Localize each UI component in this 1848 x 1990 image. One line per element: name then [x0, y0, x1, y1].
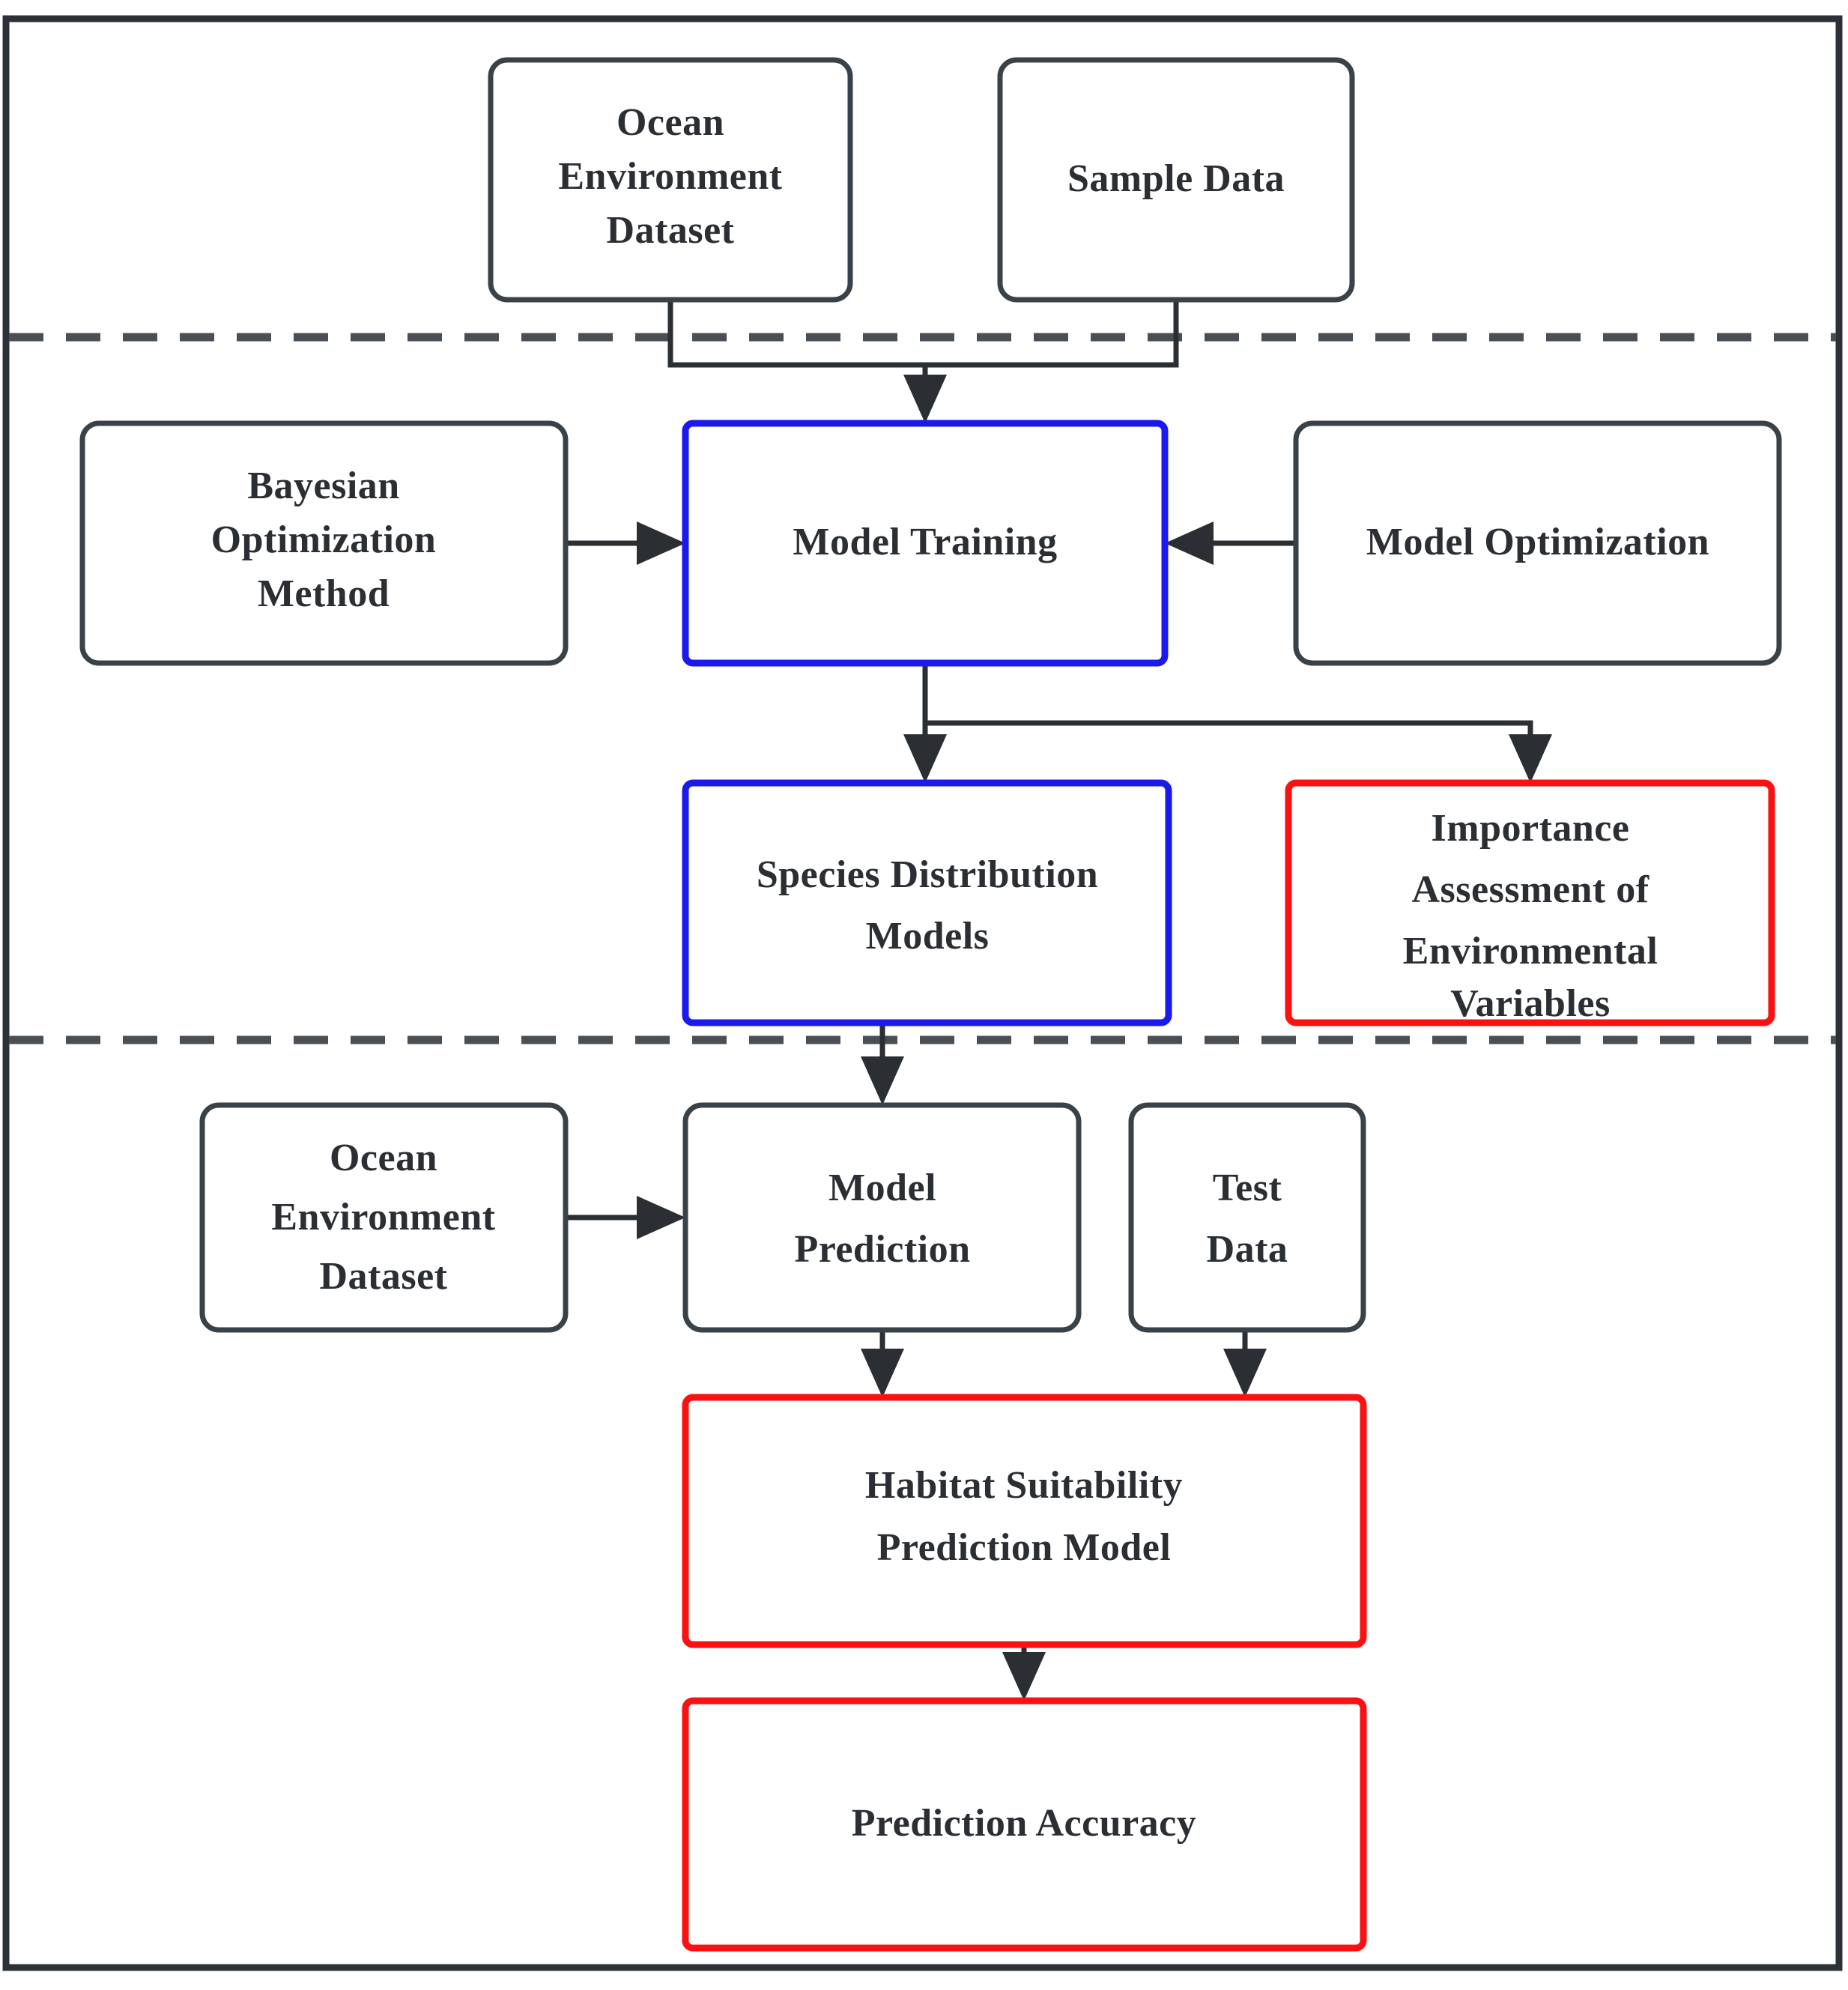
- node-label-line: Bayesian: [247, 465, 399, 507]
- node-importance-assessment-of-environmental-variables[interactable]: Importance Assessment of Environmental V…: [1285, 779, 1775, 1026]
- diagram-frame: [2, 15, 1843, 1971]
- node-sample-data[interactable]: Sample Data: [997, 57, 1355, 303]
- node-label-line: Model Optimization: [1366, 521, 1709, 563]
- node-label-line: Environment: [271, 1196, 495, 1239]
- node-model-prediction[interactable]: Model Prediction: [682, 1102, 1082, 1333]
- node-label-line: Method: [258, 572, 390, 615]
- edge-inputs-to-model-training: [667, 300, 1179, 423]
- edge-ocean-bottom-to-model-prediction: [566, 1196, 685, 1239]
- node-model-training[interactable]: Model Training: [682, 420, 1169, 667]
- node-shape[interactable]: [1128, 1102, 1366, 1333]
- edge-habitat-to-prediction-accuracy: [1002, 1645, 1046, 1701]
- arrowhead-to-model-prediction-top: [861, 1056, 904, 1105]
- node-ocean-environment-dataset-top[interactable]: Ocean Environment Dataset: [488, 57, 853, 303]
- node-label-line: Sample Data: [1067, 157, 1285, 200]
- edge-model-prediction-to-habitat: [861, 1330, 904, 1397]
- node-shape[interactable]: [682, 1394, 1367, 1648]
- node-shape[interactable]: [682, 420, 1169, 667]
- node-shape[interactable]: [1285, 779, 1775, 1026]
- node-label-line: Assessment of: [1411, 868, 1649, 911]
- node-label-line: Importance: [1432, 807, 1630, 850]
- arrowhead-to-habitat-left: [861, 1349, 904, 1397]
- node-label-line: Environmental: [1403, 930, 1658, 973]
- node-label-line: Prediction: [794, 1228, 970, 1271]
- node-shape[interactable]: [199, 1102, 569, 1333]
- arrowhead-to-prediction-accuracy: [1002, 1652, 1046, 1701]
- node-label-line: Model Training: [793, 521, 1057, 563]
- arrowhead-to-model-training-right: [1165, 521, 1214, 565]
- node-label-line: Dataset: [606, 209, 734, 252]
- node-species-distribution-models[interactable]: Species Distribution Models: [682, 779, 1172, 1026]
- arrowhead-to-model-prediction-left: [637, 1196, 685, 1239]
- node-habitat-suitability-prediction-model[interactable]: Habitat Suitability Prediction Model: [682, 1394, 1367, 1648]
- node-label-line: Ocean: [330, 1137, 437, 1179]
- arrowhead-to-importance-assessment: [1509, 734, 1552, 783]
- node-shape[interactable]: [79, 420, 569, 666]
- edge-model-optimization-to-model-training: [1165, 521, 1296, 565]
- node-label-line: Data: [1207, 1228, 1288, 1271]
- edge-model-training-split: [903, 663, 1552, 783]
- node-label-line: Dataset: [319, 1255, 447, 1298]
- node-test-data[interactable]: Test Data: [1128, 1102, 1366, 1333]
- node-model-optimization[interactable]: Model Optimization: [1293, 420, 1782, 666]
- node-shape[interactable]: [488, 57, 853, 303]
- node-label-line: Model: [828, 1167, 936, 1209]
- node-label-line: Habitat Suitability: [865, 1464, 1183, 1507]
- arrowhead-to-habitat-right: [1223, 1349, 1267, 1397]
- node-label-line: Prediction Model: [877, 1526, 1172, 1569]
- node-label-line: Ocean: [616, 101, 724, 144]
- arrowhead-to-model-training-left: [637, 521, 685, 565]
- arrowhead-to-model-training-top: [903, 375, 947, 423]
- edge-bayesian-to-model-training: [566, 521, 685, 565]
- node-label-line: Test: [1213, 1167, 1282, 1209]
- edge-test-data-to-habitat: [1223, 1330, 1267, 1397]
- node-shape[interactable]: [682, 1102, 1082, 1333]
- node-label-line: Environment: [558, 155, 782, 198]
- node-label-line: Prediction Accuracy: [852, 1802, 1197, 1845]
- node-shape[interactable]: [997, 57, 1355, 303]
- edge-species-models-to-model-prediction: [861, 1023, 904, 1105]
- node-shape[interactable]: [1293, 420, 1782, 666]
- node-ocean-environment-dataset-bottom[interactable]: Ocean Environment Dataset: [199, 1102, 569, 1333]
- arrowhead-to-species-models: [903, 734, 947, 783]
- node-label-line: Models: [866, 915, 990, 958]
- node-prediction-accuracy[interactable]: Prediction Accuracy: [682, 1697, 1367, 1952]
- node-label-line: Species Distribution: [757, 853, 1098, 896]
- node-shape[interactable]: [682, 779, 1172, 1026]
- node-label-line: Variables: [1450, 982, 1611, 1025]
- node-label-line: Optimization: [211, 518, 437, 561]
- node-bayesian-optimization-method[interactable]: Bayesian Optimization Method: [79, 420, 569, 666]
- node-shape[interactable]: [682, 1697, 1367, 1952]
